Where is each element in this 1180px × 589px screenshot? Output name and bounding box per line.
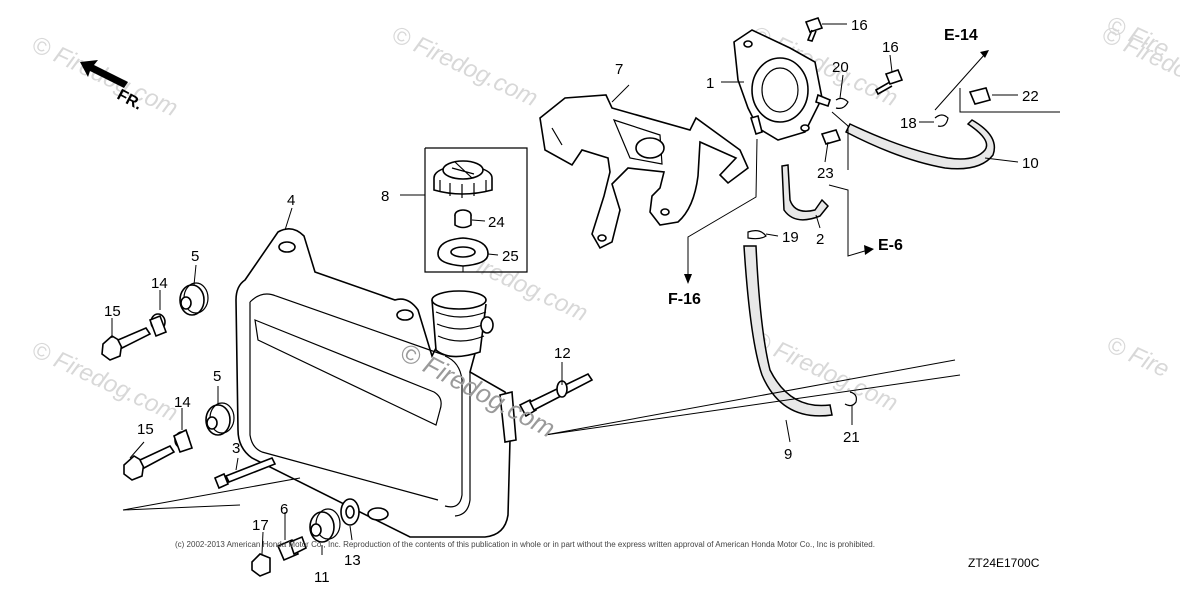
fuel-hose-10 [844, 119, 996, 170]
callout-16: 16 [882, 39, 899, 56]
callout-23: 23 [817, 165, 834, 182]
callout-14: 14 [174, 394, 191, 411]
callout-3: 3 [232, 440, 240, 457]
callout-20: 20 [832, 59, 849, 76]
leader-lines [111, 23, 1060, 555]
diagram-code: ZT24E1700C [968, 556, 1040, 570]
mount-upper [101, 282, 209, 361]
pump-bracket [539, 94, 749, 250]
callout-7: 7 [615, 61, 623, 78]
callout-14: 14 [151, 275, 168, 292]
callout-6: 6 [280, 501, 288, 518]
callout-21: 21 [843, 429, 860, 446]
mount-bottom [251, 498, 360, 577]
clip-22 [968, 87, 992, 105]
bolt-3 [213, 456, 277, 490]
callout-1: 1 [706, 75, 714, 92]
callout-17: 17 [252, 517, 269, 534]
callouts: 1 2 3 4 5 5 6 7 8 9 10 11 12 13 14 14 15… [104, 17, 1039, 586]
callout-10: 10 [1022, 155, 1039, 172]
arrow-head-icon [684, 274, 692, 284]
callout-2: 2 [816, 231, 824, 248]
callout-9: 9 [784, 446, 792, 463]
bolt-16b [874, 69, 904, 96]
fuel-tank [235, 228, 517, 538]
clamp-20 [835, 97, 849, 109]
callout-25: 25 [502, 248, 519, 265]
watermark: © Fire [1102, 331, 1173, 383]
clamp-18 [934, 114, 949, 127]
watermark: © Firedog.com [387, 21, 541, 112]
callout-15: 15 [104, 303, 121, 320]
callout-8: 8 [381, 188, 389, 205]
callout-4: 4 [287, 192, 295, 209]
callout-5: 5 [213, 368, 221, 385]
copyright-notice: (c) 2002-2013 American Honda Motor Co., … [175, 540, 875, 549]
fuel-hose-9 [743, 245, 833, 417]
reference-e6: E-6 [878, 237, 903, 254]
callout-18: 18 [900, 115, 917, 132]
fuel-pump [733, 29, 831, 141]
fuel-hose-2 [781, 164, 830, 221]
reference-e14: E-14 [944, 27, 978, 44]
fuel-cap-group [424, 147, 528, 273]
callout-13: 13 [344, 552, 361, 569]
callout-19: 19 [782, 229, 799, 246]
reference-f16: F-16 [668, 291, 701, 308]
callout-16: 16 [851, 17, 868, 34]
clamp-21 [844, 391, 857, 407]
callout-24: 24 [488, 214, 505, 231]
arrow-head-icon [864, 245, 874, 255]
callout-11: 11 [314, 569, 330, 586]
arrow-head-icon [980, 50, 989, 58]
bolt-12 [518, 372, 594, 418]
callout-15: 15 [137, 421, 154, 438]
callout-12: 12 [554, 345, 571, 362]
callout-5: 5 [191, 248, 199, 265]
clamp-19 [747, 230, 767, 240]
bolt-16a [804, 17, 824, 42]
mount-lower [123, 402, 235, 481]
callout-22: 22 [1022, 88, 1039, 105]
front-arrow-icon [80, 60, 128, 88]
clip-23 [820, 129, 842, 145]
